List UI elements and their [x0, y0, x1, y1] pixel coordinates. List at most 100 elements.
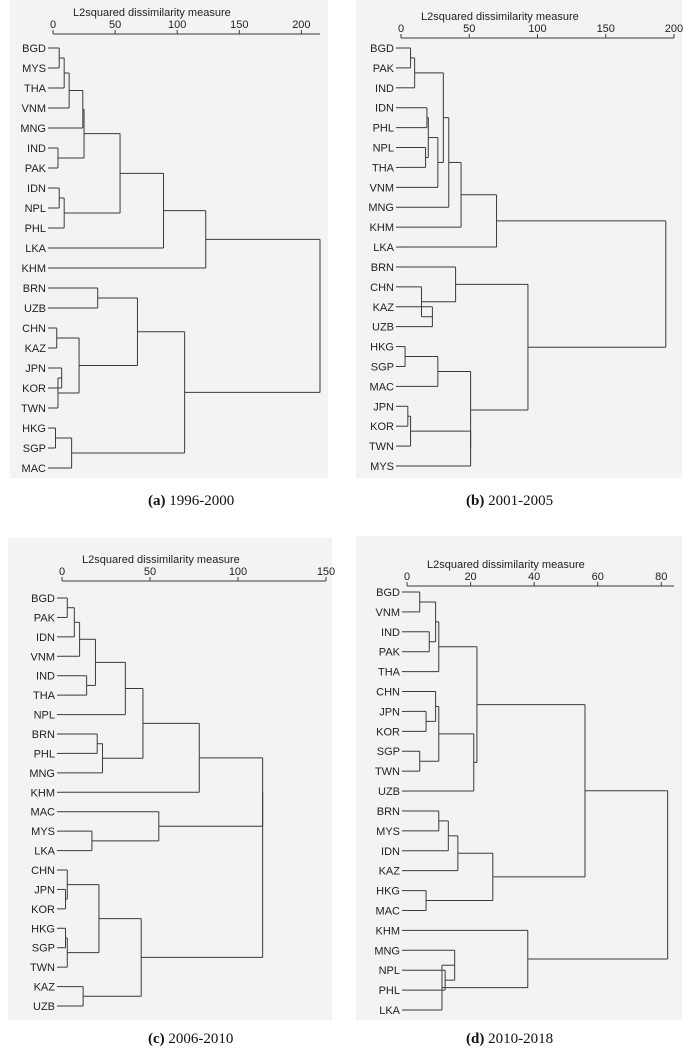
leaf-label: KAZ — [379, 866, 401, 878]
leaf-label: NPL — [373, 143, 394, 155]
axis-title: L2squared dissimilarity measure — [427, 559, 585, 571]
leaf-label: PAK — [373, 63, 395, 75]
leaf-label: MNG — [368, 202, 394, 214]
leaf-label: JPN — [373, 401, 394, 413]
tick-label: 0 — [59, 566, 65, 578]
leaf-label: NPL — [25, 203, 46, 215]
leaf-label: VNM — [31, 651, 55, 663]
caption-letter-b: (b) — [466, 493, 485, 509]
caption-letter-a: (a) — [148, 493, 166, 509]
leaf-label: KAZ — [25, 343, 47, 355]
caption-letter-c: (c) — [148, 1031, 165, 1047]
leaf-label: IDN — [375, 103, 394, 115]
tick-label: 80 — [655, 571, 667, 583]
leaf-label: IDN — [36, 632, 55, 644]
leaf-label: BRN — [377, 806, 400, 818]
leaf-label: SGP — [371, 361, 394, 373]
tick-label: 200 — [292, 19, 310, 31]
caption-period-d: 2010-2018 — [488, 1031, 554, 1047]
leaf-label: TWN — [369, 441, 394, 453]
leaf-label: MAC — [22, 463, 47, 475]
leaf-label: TWN — [21, 403, 46, 415]
leaf-label: MNG — [29, 768, 55, 780]
leaf-label: KHM — [31, 787, 55, 799]
leaf-label: MYS — [376, 826, 400, 838]
leaf-label: KHM — [370, 222, 394, 234]
leaf-label: IDN — [27, 183, 46, 195]
leaf-label: KAZ — [34, 982, 56, 994]
tick-label: 100 — [168, 19, 186, 31]
leaf-label: SGP — [32, 943, 55, 955]
tick-label: 40 — [528, 571, 540, 583]
leaf-label: LKA — [373, 242, 394, 254]
leaf-label: MAC — [370, 381, 395, 393]
tick-label: 50 — [109, 19, 121, 31]
tick-label: 100 — [229, 566, 247, 578]
leaf-label: SGP — [23, 443, 46, 455]
leaf-label: LKA — [379, 1005, 400, 1017]
leaf-label: MYS — [22, 63, 46, 75]
leaf-label: BGD — [31, 593, 55, 605]
tick-label: 20 — [464, 571, 476, 583]
leaf-label: HKG — [376, 886, 400, 898]
tick-label: 50 — [463, 23, 475, 35]
leaf-label: PAK — [34, 612, 56, 624]
caption-period-c: 2006-2010 — [168, 1031, 234, 1047]
leaf-label: MNG — [20, 123, 46, 135]
tick-label: 0 — [50, 19, 56, 31]
leaf-label: MYS — [370, 461, 394, 473]
leaf-label: KHM — [376, 925, 400, 937]
leaf-label: BGD — [376, 587, 400, 599]
axis-title: L2squared dissimilarity measure — [73, 7, 231, 19]
leaf-label: CHN — [31, 865, 55, 877]
caption-b: (b) 2001-2005 — [466, 493, 553, 510]
panel-background — [8, 538, 332, 1020]
leaf-label: IND — [381, 627, 400, 639]
caption-letter-d: (d) — [466, 1031, 485, 1047]
leaf-label: PHL — [379, 985, 400, 997]
tick-label: 200 — [665, 23, 683, 35]
leaf-label: NPL — [34, 710, 55, 722]
leaf-label: JPN — [34, 884, 55, 896]
leaf-label: THA — [33, 690, 56, 702]
leaf-label: UZB — [378, 786, 400, 798]
leaf-label: VNM — [370, 182, 394, 194]
dendrogram-b: L2squared dissimilarity measure 0 50 100 150… — [356, 0, 683, 478]
caption-d: (d) 2010-2018 — [466, 1031, 553, 1048]
axis-title: L2squared dissimilarity measure — [421, 11, 579, 23]
leaf-label: CHN — [370, 282, 394, 294]
leaf-label: PAK — [25, 163, 47, 175]
tick-label: 100 — [528, 23, 546, 35]
leaf-label: UZB — [33, 1001, 55, 1013]
leaf-label: LKA — [34, 846, 55, 858]
leaf-label: HKG — [31, 923, 55, 935]
leaf-label: BGD — [22, 43, 46, 55]
leaf-label: UZB — [24, 303, 46, 315]
tick-label: 60 — [592, 571, 604, 583]
tick-label: 150 — [597, 23, 615, 35]
leaf-label: TWN — [375, 766, 400, 778]
leaf-label: VNM — [22, 103, 46, 115]
tick-label: 0 — [404, 571, 410, 583]
leaf-label: KHM — [22, 263, 46, 275]
leaf-label: BRN — [23, 283, 46, 295]
leaf-label: KOR — [370, 421, 394, 433]
tick-label: 0 — [398, 23, 404, 35]
leaf-label: MAC — [31, 807, 56, 819]
leaf-label: HKG — [370, 342, 394, 354]
leaf-label: MNG — [374, 945, 400, 957]
leaf-label: THA — [378, 667, 401, 679]
tick-label: 50 — [144, 566, 156, 578]
leaf-label: PAK — [379, 647, 401, 659]
leaf-label: BRN — [371, 262, 394, 274]
leaf-label: PHL — [373, 123, 394, 135]
caption-period-b: 2001-2005 — [488, 493, 554, 509]
leaf-label: LKA — [25, 243, 46, 255]
leaf-label: UZB — [372, 322, 394, 334]
leaf-label: PHL — [25, 223, 46, 235]
leaf-label: IDN — [381, 846, 400, 858]
leaf-label: BRN — [32, 729, 55, 741]
